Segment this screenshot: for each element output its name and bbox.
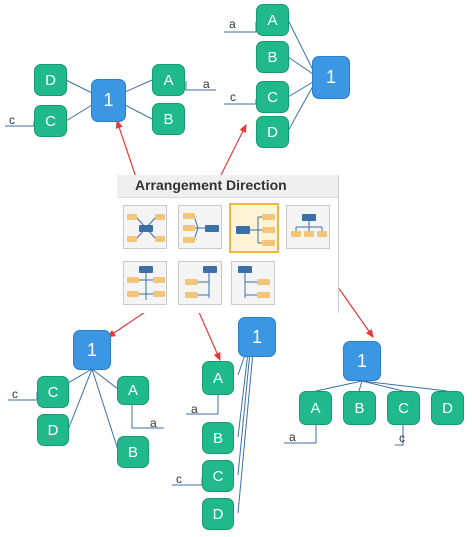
- left-root-node[interactable]: 1: [312, 56, 350, 99]
- balanced-node-d[interactable]: D: [34, 64, 67, 96]
- left-node-a[interactable]: A: [256, 4, 289, 36]
- tree-left-node-c[interactable]: C: [202, 460, 234, 492]
- left-connectors: [224, 19, 314, 132]
- left-note-a: a: [229, 17, 236, 31]
- tree-split-root-node[interactable]: 1: [73, 330, 111, 370]
- tree-left-note-a: a: [191, 402, 198, 416]
- panel-title: Arrangement Direction: [135, 177, 287, 193]
- left-node-c[interactable]: C: [256, 81, 289, 113]
- right-map-button[interactable]: [229, 203, 279, 253]
- left-map-icon: [183, 213, 219, 243]
- org-note-c: c: [399, 431, 405, 445]
- tree-right-button[interactable]: [231, 261, 275, 305]
- org-chart-down-icon: [291, 214, 327, 237]
- panel-header: Arrangement Direction: [117, 175, 338, 198]
- tree-split-node-d[interactable]: D: [37, 414, 69, 446]
- balanced-note-a: a: [203, 77, 210, 91]
- balanced-note-c: c: [9, 113, 15, 127]
- tree-left-node-b[interactable]: B: [202, 422, 234, 454]
- org-node-b[interactable]: B: [343, 391, 376, 425]
- panel-edge: [338, 175, 339, 313]
- left-note-c: c: [230, 90, 236, 104]
- balanced-root-node[interactable]: 1: [91, 79, 126, 122]
- left-node-b[interactable]: B: [256, 41, 289, 73]
- org-root-node[interactable]: 1: [343, 341, 381, 381]
- balanced-map-icon: [127, 214, 165, 242]
- tree-left-button[interactable]: [178, 261, 222, 305]
- tree-right-icon: [238, 266, 270, 298]
- left-map-button[interactable]: [178, 205, 222, 249]
- right-map-icon: [236, 214, 275, 246]
- tree-down-icon: [127, 266, 165, 300]
- arrangement-direction-panel: Arrangement Direction: [117, 175, 339, 313]
- tree-left-root-node[interactable]: 1: [238, 317, 276, 357]
- org-node-d[interactable]: D: [431, 391, 464, 425]
- org-node-c[interactable]: C: [387, 391, 420, 425]
- org-note-a: a: [289, 430, 296, 444]
- tree-left-node-d[interactable]: D: [202, 498, 234, 530]
- tree-split-node-a[interactable]: A: [117, 376, 149, 405]
- tree-split-node-c[interactable]: C: [37, 376, 69, 408]
- balanced-map-button[interactable]: [123, 205, 167, 249]
- tree-left-icon: [185, 266, 217, 298]
- tree-split-note-c: c: [12, 387, 18, 401]
- tree-split-note-a: a: [150, 416, 157, 430]
- tree-split-node-b[interactable]: B: [117, 436, 149, 468]
- left-node-d[interactable]: D: [256, 116, 289, 148]
- balanced-node-c[interactable]: C: [34, 105, 67, 137]
- org-connectors: [284, 380, 448, 446]
- balanced-node-a[interactable]: A: [152, 64, 185, 96]
- tree-left-note-c: c: [176, 472, 182, 486]
- tree-down-button[interactable]: [123, 261, 167, 305]
- org-chart-down-button[interactable]: [286, 205, 330, 249]
- balanced-node-b[interactable]: B: [152, 103, 185, 135]
- tree-left-node-a[interactable]: A: [202, 361, 234, 395]
- org-node-a[interactable]: A: [299, 391, 332, 425]
